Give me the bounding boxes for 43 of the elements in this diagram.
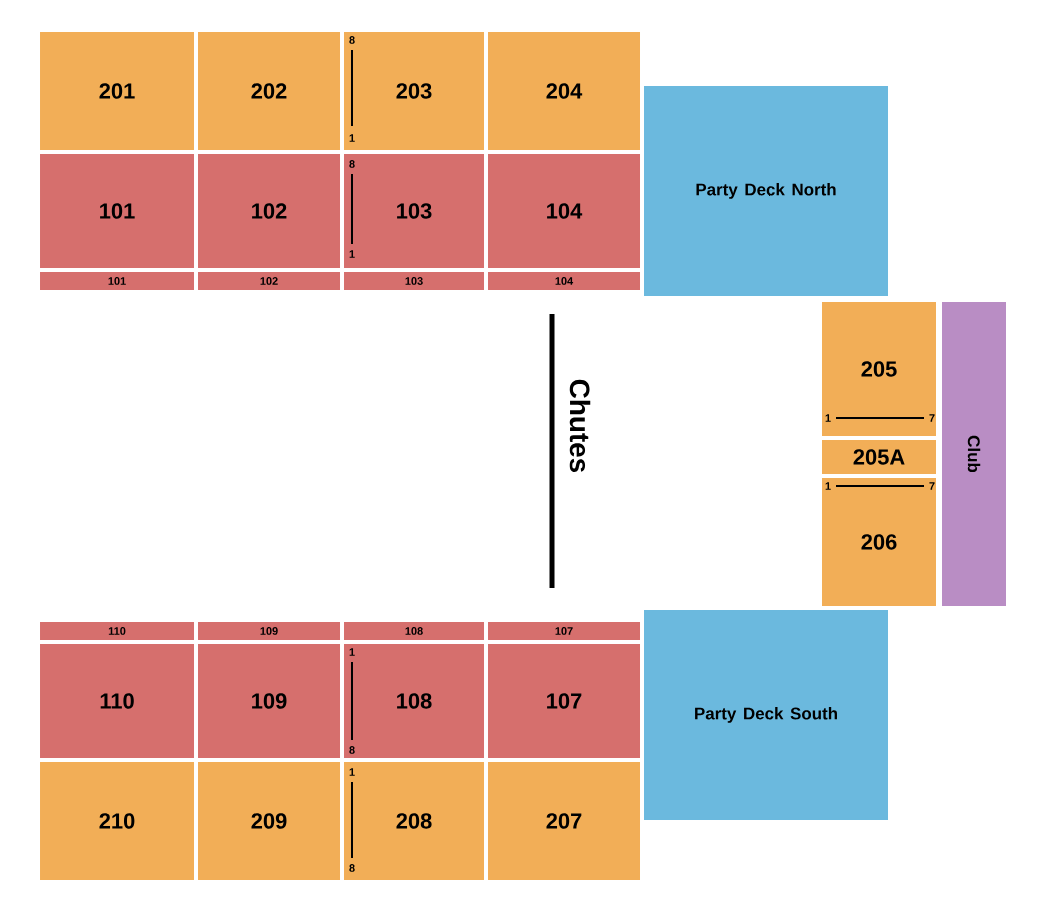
node-label: Party Deck North [696, 183, 836, 199]
node-label: Club [967, 435, 981, 473]
seating-section [486, 760, 642, 882]
node-label: 205A [853, 449, 905, 465]
seating-section [486, 270, 642, 292]
seating-section [342, 760, 486, 882]
node-label: 209 [251, 813, 287, 829]
seating-section [940, 300, 1008, 608]
node-label: 207 [546, 813, 582, 829]
node-label: 205 [861, 361, 897, 377]
seating-section [196, 270, 342, 292]
node-label: 109 [252, 693, 287, 709]
node-label: 210 [99, 813, 135, 829]
node-label: 208 [396, 813, 432, 829]
node-label: 101 [100, 203, 135, 219]
seating-section [38, 760, 196, 882]
node-label: 201 [99, 83, 135, 99]
seating-section [642, 84, 890, 298]
node-label: 203 [396, 83, 432, 99]
seating-section [342, 270, 486, 292]
area-label: Chutes [569, 379, 591, 473]
node-label: 102 [252, 203, 287, 219]
seating-section [196, 30, 342, 152]
node-label: 107 [547, 693, 582, 709]
node-label: 103 [397, 203, 432, 219]
node-label: 204 [546, 83, 583, 99]
seating-section [38, 270, 196, 292]
node-label: 202 [251, 83, 287, 99]
seating-section [486, 620, 642, 642]
seating-section [38, 620, 196, 642]
node-label: Party Deck South [695, 707, 837, 723]
seating-section [196, 620, 342, 642]
seating-section [38, 30, 196, 152]
node-label: 104 [547, 203, 583, 219]
seating-section [486, 30, 642, 152]
seating-section [196, 760, 342, 882]
seating-section [342, 620, 486, 642]
seating-section [820, 438, 938, 476]
seating-section [342, 30, 486, 152]
seating-section [642, 608, 890, 822]
node-label: 110 [100, 693, 134, 709]
node-label: 108 [397, 693, 432, 709]
node-label: 206 [861, 534, 897, 550]
